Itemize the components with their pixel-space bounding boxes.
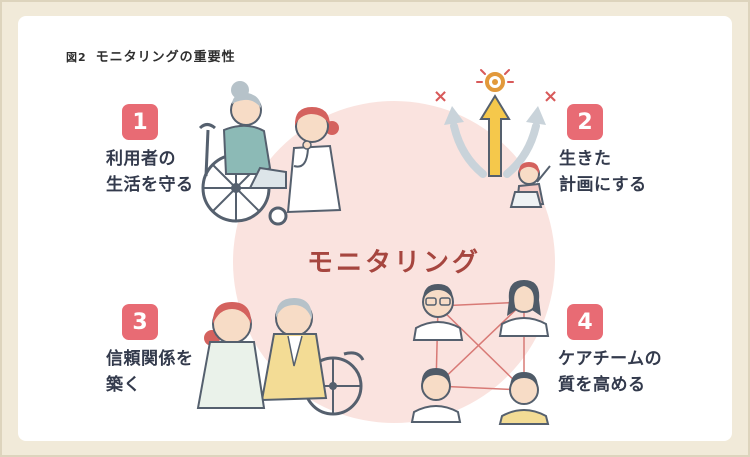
team-member-doctor-icon [412, 284, 464, 341]
trust-conversation-illustration [196, 298, 365, 416]
x-mark-left-icon: × [433, 86, 448, 107]
right-curved-arrow-icon [503, 106, 546, 178]
straight-up-arrow-icon [479, 94, 511, 177]
seated-elderly-person-icon [222, 81, 287, 189]
item-4-number-badge: 4 [567, 304, 603, 340]
item-1-number-badge: 1 [122, 104, 158, 140]
item-2-label: 生きた 計画にする [559, 149, 647, 196]
caregiver-back-view-icon [196, 302, 266, 409]
branching-arrows-to-goal-illustration: × × [433, 69, 558, 208]
team-member-caseworker-icon [410, 368, 462, 423]
team-member-nurse-icon [498, 280, 550, 337]
left-curved-arrow-icon [444, 106, 487, 178]
elderly-woman-icon [260, 298, 328, 402]
figure-number: 図2 [66, 51, 87, 64]
item-4-label: ケアチームの 質を高める [558, 349, 663, 396]
team-member-helper-icon [498, 372, 550, 425]
care-team-network-illustration [410, 280, 550, 425]
x-mark-right-icon: × [543, 86, 558, 107]
item-3-label: 信頼関係を 築く [106, 349, 194, 396]
thinking-caregiver-icon [286, 107, 342, 214]
figure-card: 図2 モニタリングの重要性 モニタリング 1 利用者の 生活を守る [18, 16, 732, 441]
item-2-number-badge: 2 [567, 104, 603, 140]
item-1-label: 利用者の 生活を守る [106, 149, 194, 196]
goal-target-icon [476, 69, 514, 92]
figure-title: モニタリングの重要性 [95, 50, 236, 65]
center-label: モニタリング [306, 248, 481, 278]
figure-header: 図2 モニタリングの重要性 [66, 46, 236, 65]
planner-at-laptop-icon [509, 162, 551, 208]
caregiver-and-wheelchair-user-illustration [198, 81, 342, 226]
item-3-number-badge: 3 [122, 304, 158, 340]
